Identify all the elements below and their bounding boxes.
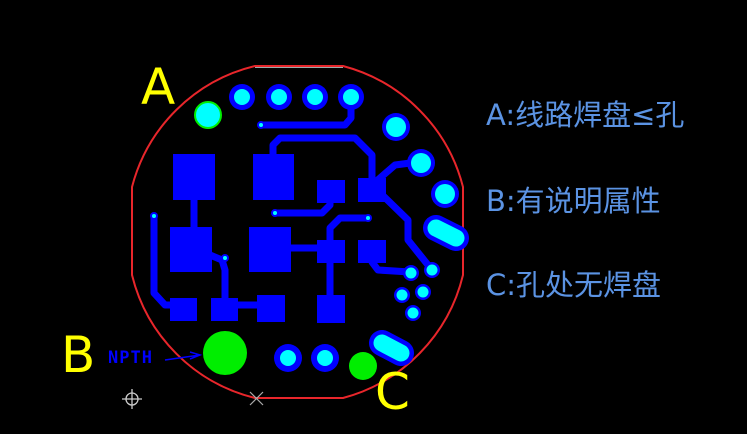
pth-pads [150,84,469,372]
npth-annotation: NPTH [108,348,153,368]
label-b: B [61,326,96,384]
label-a: A [141,58,176,116]
label-c: C [375,363,410,421]
legend-item-b: B:有说明属性 [486,184,661,218]
board-outline [131,65,464,399]
npth-holes [194,101,377,380]
npth-leader-arrow [164,351,203,361]
smd-pads [170,154,386,323]
cursor-x-marker-icon [249,391,264,406]
legend-item-c: C:孔处无焊盘 [486,268,662,302]
legend-item-a: A:线路焊盘≤孔 [486,98,685,132]
origin-crosshair-icon [122,389,142,409]
